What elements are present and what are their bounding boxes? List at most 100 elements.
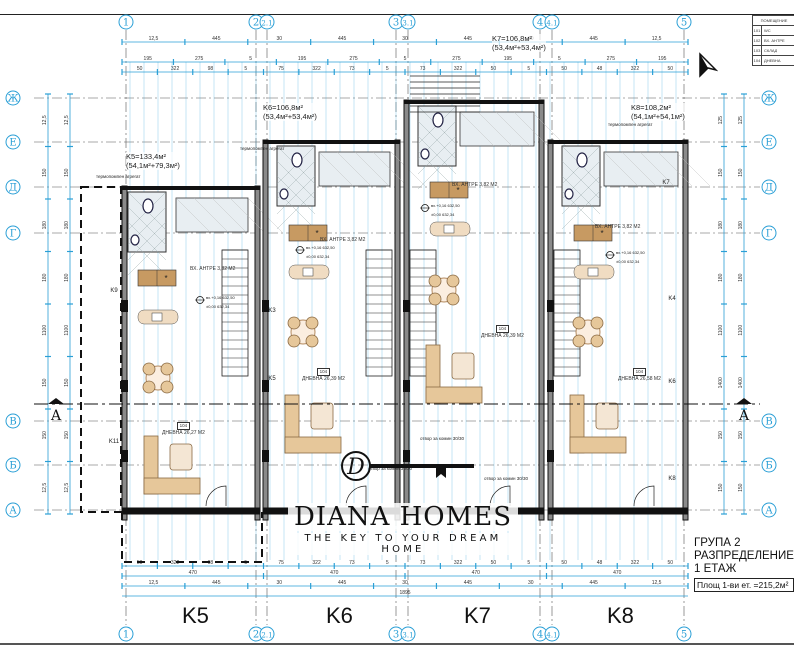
unit-area-k6: K6=106,8м²(53,4м²+53,4м²)	[263, 103, 317, 121]
svg-text:3.1: 3.1	[402, 632, 413, 640]
room-tag-entry-k7: ВХ. АНТРЕ 3,82 М2	[452, 182, 498, 188]
svg-text:термопомпен агрегат: термопомпен агрегат	[96, 174, 140, 179]
svg-text:2.1: 2.1	[261, 632, 272, 640]
svg-text:*: *	[315, 229, 318, 238]
legend-no: 102	[753, 36, 762, 45]
svg-text:1100: 1100	[718, 325, 724, 336]
svg-text:73: 73	[349, 66, 355, 72]
svg-text:5: 5	[249, 56, 252, 62]
svg-text:195: 195	[504, 56, 513, 62]
svg-text:445: 445	[212, 36, 221, 42]
svg-text:98: 98	[208, 66, 214, 72]
unit-k6: *	[262, 139, 426, 521]
svg-text:1100: 1100	[738, 325, 744, 336]
svg-text:3.1: 3.1	[402, 20, 413, 28]
svg-text:48: 48	[597, 560, 603, 566]
svg-text:отвор за комин 30/30: отвор за комин 30/30	[368, 466, 412, 471]
svg-text:470: 470	[613, 570, 622, 576]
unit-label-k5: K5	[182, 603, 209, 628]
legend-no: 101	[753, 26, 762, 35]
svg-text:322: 322	[631, 66, 640, 72]
legend-header: ПОМЕЩЕНИЕ	[753, 16, 794, 26]
svg-text:2: 2	[253, 18, 259, 29]
svg-text:5: 5	[386, 560, 389, 566]
svg-text:4: 4	[537, 630, 543, 641]
svg-text:73: 73	[349, 560, 355, 566]
svg-text:A: A	[738, 408, 750, 424]
svg-text:322: 322	[454, 560, 463, 566]
svg-text:5: 5	[681, 630, 687, 641]
unit-label-k8: K8	[607, 603, 634, 628]
svg-text:180: 180	[42, 273, 48, 282]
brand-tagline: THE KEY TO YOUR DREAM HOME	[288, 533, 518, 555]
svg-text:322: 322	[312, 66, 321, 72]
svg-text:50: 50	[668, 66, 674, 72]
svg-text:73: 73	[420, 66, 426, 72]
svg-text:180: 180	[718, 273, 724, 282]
svg-text:125: 125	[718, 116, 724, 125]
svg-text:вх.+0,16 632,50: вх.+0,16 632,50	[616, 250, 645, 255]
dimension-lines: 12,544530445304453044512,519527551952755…	[42, 36, 747, 597]
svg-text:5: 5	[558, 56, 561, 62]
svg-text:180: 180	[42, 221, 48, 230]
svg-text:195: 195	[658, 56, 667, 62]
svg-text:5: 5	[527, 560, 530, 566]
svg-text:12,5: 12,5	[64, 115, 70, 125]
svg-text:±0,00 632,34: ±0,00 632,34	[616, 259, 640, 264]
svg-text:470: 470	[330, 570, 339, 576]
svg-text:3: 3	[393, 18, 399, 29]
svg-text:вх.+0,16 632,50: вх.+0,16 632,50	[431, 203, 460, 208]
svg-text:Г: Г	[10, 229, 17, 240]
title-line-1: ГРУПА 2	[694, 537, 741, 549]
svg-text:470: 470	[472, 570, 481, 576]
legend-no: 104	[753, 56, 762, 65]
svg-text:*: *	[456, 186, 459, 195]
svg-text:445: 445	[212, 580, 221, 586]
brand-name: DIANA HOMES	[288, 503, 518, 531]
svg-text:5: 5	[681, 18, 687, 29]
room-tag-entry-k5: ВХ. АНТРЕ 3,82 М2	[190, 266, 236, 272]
svg-text:Ж: Ж	[7, 94, 19, 105]
svg-text:75: 75	[278, 560, 284, 566]
svg-text:322: 322	[171, 560, 180, 566]
svg-text:30: 30	[402, 36, 408, 42]
svg-text:150: 150	[64, 168, 70, 177]
svg-text:30: 30	[276, 36, 282, 42]
svg-text:1400: 1400	[738, 377, 744, 388]
svg-text:3: 3	[393, 630, 399, 641]
svg-text:150: 150	[42, 378, 48, 387]
svg-text:470: 470	[189, 570, 198, 576]
svg-text:1100: 1100	[64, 325, 70, 336]
unit-label-k6: K6	[326, 603, 353, 628]
svg-text:1895: 1895	[399, 590, 410, 596]
svg-text:*: *	[164, 274, 167, 283]
title-line-2: РАЗПРЕДЕЛЕНИЕ	[694, 550, 794, 562]
svg-text:4: 4	[537, 18, 543, 29]
north-arrow-icon	[699, 52, 718, 78]
svg-text:вх.+0,16 632,50: вх.+0,16 632,50	[306, 245, 335, 250]
svg-text:5: 5	[386, 66, 389, 72]
svg-text:отвор за комин 30/30: отвор за комин 30/30	[484, 476, 528, 481]
svg-text:322: 322	[171, 66, 180, 72]
svg-text:термопомпен агрегат: термопомпен агрегат	[240, 146, 284, 151]
svg-text:322: 322	[312, 560, 321, 566]
svg-text:150: 150	[718, 168, 724, 177]
svg-text:2: 2	[253, 630, 259, 641]
title-line-3: 1 ЕТАЖ	[694, 563, 737, 575]
svg-text:12,5: 12,5	[652, 580, 662, 586]
svg-text:1: 1	[123, 18, 129, 29]
svg-text:150: 150	[738, 168, 744, 177]
svg-text:73: 73	[420, 560, 426, 566]
svg-text:Ж: Ж	[763, 94, 775, 105]
legend-name: ВХ. АНТРЕ	[764, 38, 785, 43]
svg-text:180: 180	[738, 221, 744, 230]
svg-text:Д: Д	[765, 183, 773, 194]
